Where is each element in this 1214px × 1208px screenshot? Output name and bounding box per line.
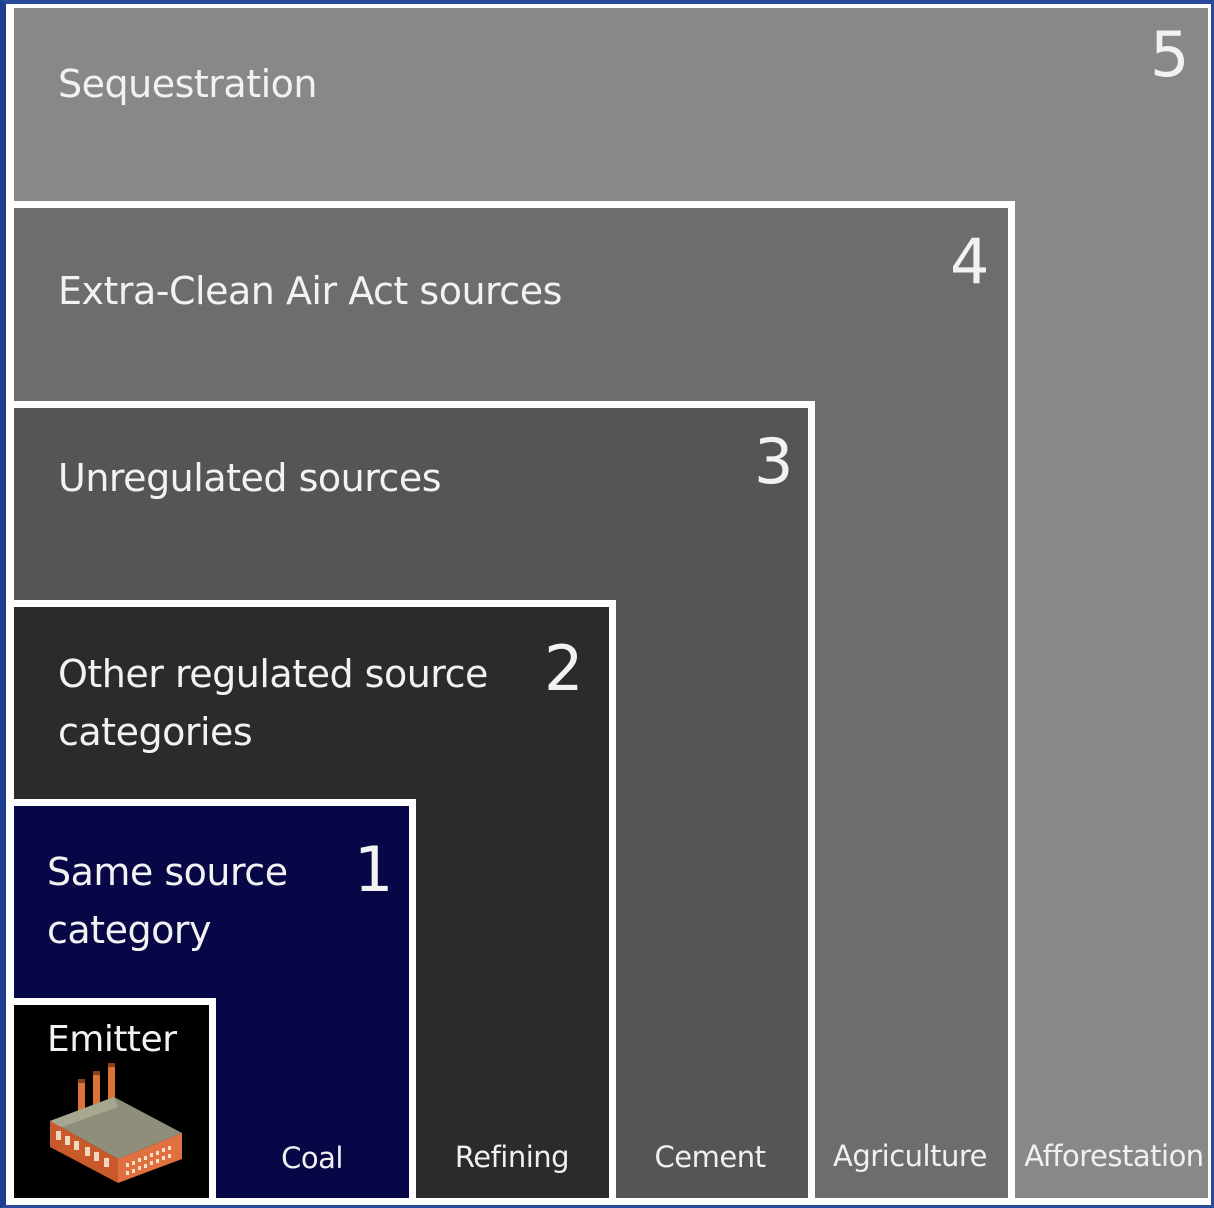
level-3-title: Unregulated sources — [58, 456, 442, 500]
level-1-number: 1 — [354, 833, 394, 906]
level-4-number: 4 — [950, 225, 990, 298]
emitter-label: Emitter — [47, 1019, 177, 1060]
emitter-box: Emitter — [14, 998, 216, 1198]
level-4-category: Agriculture — [833, 1139, 988, 1173]
level-2-title-line-1: Other regulated source — [58, 652, 488, 696]
level-3-category: Cement — [654, 1140, 766, 1174]
level-1-category: Coal — [281, 1141, 343, 1175]
level-5-category: Afforestation — [1024, 1139, 1204, 1173]
level-5-title: Sequestration — [58, 62, 317, 106]
level-2-number: 2 — [544, 632, 584, 705]
level-1-title-line-1: Same source — [47, 850, 288, 894]
level-1-title-line-2: category — [47, 908, 211, 952]
factory-icon — [50, 1063, 182, 1183]
level-3-number: 3 — [754, 425, 794, 498]
level-4-title: Extra-Clean Air Act sources — [58, 269, 562, 313]
level-2-category: Refining — [454, 1140, 570, 1174]
level-5-number: 5 — [1150, 18, 1190, 91]
level-2-title-line-2: categories — [58, 710, 253, 754]
